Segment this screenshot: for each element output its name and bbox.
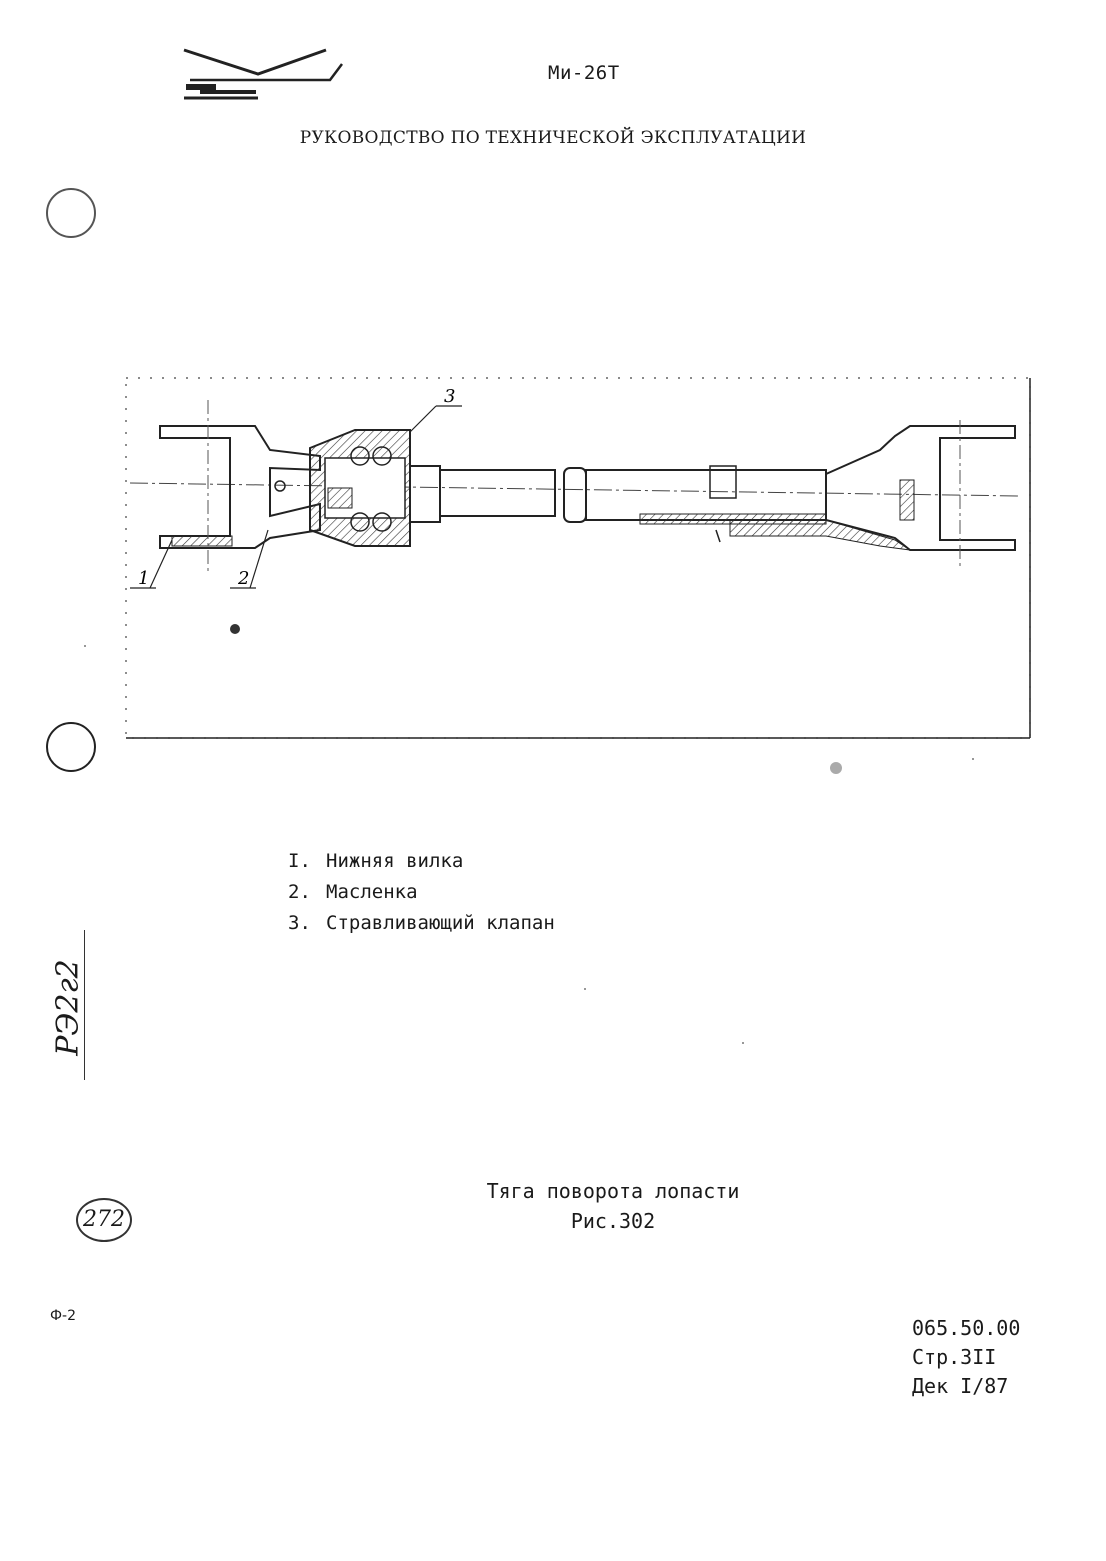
legend-number: 3. — [288, 912, 311, 934]
caption-figure-number: Рис.302 — [570, 1209, 656, 1233]
upper-fork — [729, 420, 1016, 570]
margin-line — [84, 930, 85, 1080]
legend-item: I. Нижняя вилка — [288, 846, 555, 877]
callout-2: 2 — [230, 529, 269, 589]
rod-shaft-left — [409, 465, 556, 523]
scan-speck — [584, 988, 586, 990]
legend-item: 2. Масленка — [288, 877, 555, 908]
figure-frame — [125, 377, 1031, 739]
legend-number: I. — [288, 850, 311, 872]
callout-3: 3 — [409, 386, 462, 433]
scan-speck — [972, 758, 974, 760]
legend-item: 3. Стравливающий клапан — [288, 908, 555, 939]
lower-fork — [159, 400, 321, 575]
page-number: Стр.3II — [912, 1345, 997, 1369]
bearing-housing — [309, 429, 411, 547]
manual-title: РУКОВОДСТВО ПО ТЕХНИЧЕСКОЙ ЭКСПЛУАТАЦИИ — [299, 128, 807, 148]
mi-logo — [183, 48, 343, 100]
page-stamp: 272 — [76, 1198, 132, 1242]
caption-title: Тяга поворота лопасти — [486, 1179, 740, 1203]
handwritten-margin-note: РЭ2г2 — [50, 959, 86, 1056]
svg-text:3: 3 — [444, 386, 455, 407]
scan-speck — [230, 624, 240, 634]
document-reference: 065.50.00 Стр.3II Дек I/87 — [912, 1314, 1020, 1401]
aircraft-model: Ми-26Т — [548, 62, 620, 84]
form-code: Ф-2 — [50, 1308, 77, 1324]
svg-text:2: 2 — [237, 568, 249, 589]
svg-text:1: 1 — [138, 568, 149, 589]
scan-speck — [742, 1042, 744, 1044]
binder-hole-middle — [46, 722, 96, 772]
scan-speck — [84, 645, 86, 647]
callout-1: 1 — [130, 539, 173, 589]
center-line — [129, 482, 1021, 497]
legend-text: Нижняя вилка — [326, 850, 464, 872]
section-code: 065.50.00 — [912, 1316, 1021, 1340]
legend-number: 2. — [288, 881, 311, 903]
technical-drawing: 1 2 3 — [125, 377, 1031, 739]
figure-caption: Тяга поворота лопасти Рис.302 — [0, 1176, 1106, 1236]
figure-legend: I. Нижняя вилка 2. Масленка 3. Стравлива… — [288, 846, 555, 939]
scan-speck — [830, 762, 842, 774]
revision-date: Дек I/87 — [912, 1374, 1009, 1398]
legend-text: Масленка — [326, 881, 418, 903]
binder-hole-top — [46, 188, 96, 238]
legend-text: Стравливающий клапан — [326, 912, 555, 934]
